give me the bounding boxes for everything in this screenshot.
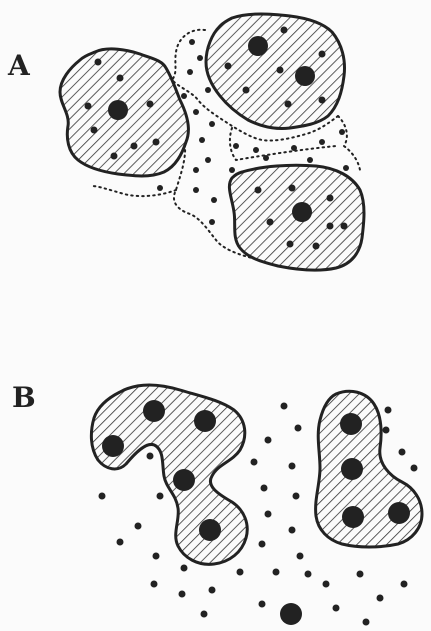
cell-a-top	[206, 14, 345, 129]
granule	[225, 63, 232, 70]
granule	[95, 59, 102, 66]
granule	[147, 101, 154, 108]
nucleus	[194, 410, 216, 432]
granule	[313, 243, 320, 250]
granule	[111, 153, 118, 160]
granule	[327, 223, 334, 230]
granule	[341, 223, 348, 230]
nucleus	[143, 400, 165, 422]
nucleus	[102, 435, 124, 457]
panel-b	[91, 385, 422, 626]
granule	[319, 51, 326, 58]
granule	[131, 143, 138, 150]
nucleus	[199, 519, 221, 541]
nucleus	[295, 66, 315, 86]
granule	[243, 87, 250, 94]
panel-a	[60, 14, 364, 270]
granule	[289, 185, 296, 192]
nucleus	[173, 469, 195, 491]
granule	[117, 75, 124, 82]
granule	[285, 101, 292, 108]
granule	[255, 187, 262, 194]
nucleus	[248, 36, 268, 56]
nucleus	[108, 100, 128, 120]
granule	[153, 139, 160, 146]
cell-b-right	[316, 391, 422, 547]
nucleus	[341, 458, 363, 480]
dotted-membrane-lower	[92, 186, 176, 196]
nucleus	[342, 506, 364, 528]
granule	[85, 103, 92, 110]
granule	[91, 127, 98, 134]
granule	[319, 97, 326, 104]
nucleus	[340, 413, 362, 435]
granule	[267, 219, 274, 226]
granule	[287, 241, 294, 248]
nucleus	[292, 202, 312, 222]
granule	[281, 27, 288, 34]
cell-b-left	[91, 385, 247, 564]
granule	[277, 67, 284, 74]
granule	[327, 195, 334, 202]
nucleus	[388, 502, 410, 524]
dotted-membrane-middle	[338, 116, 360, 170]
free-nucleus	[280, 603, 302, 625]
